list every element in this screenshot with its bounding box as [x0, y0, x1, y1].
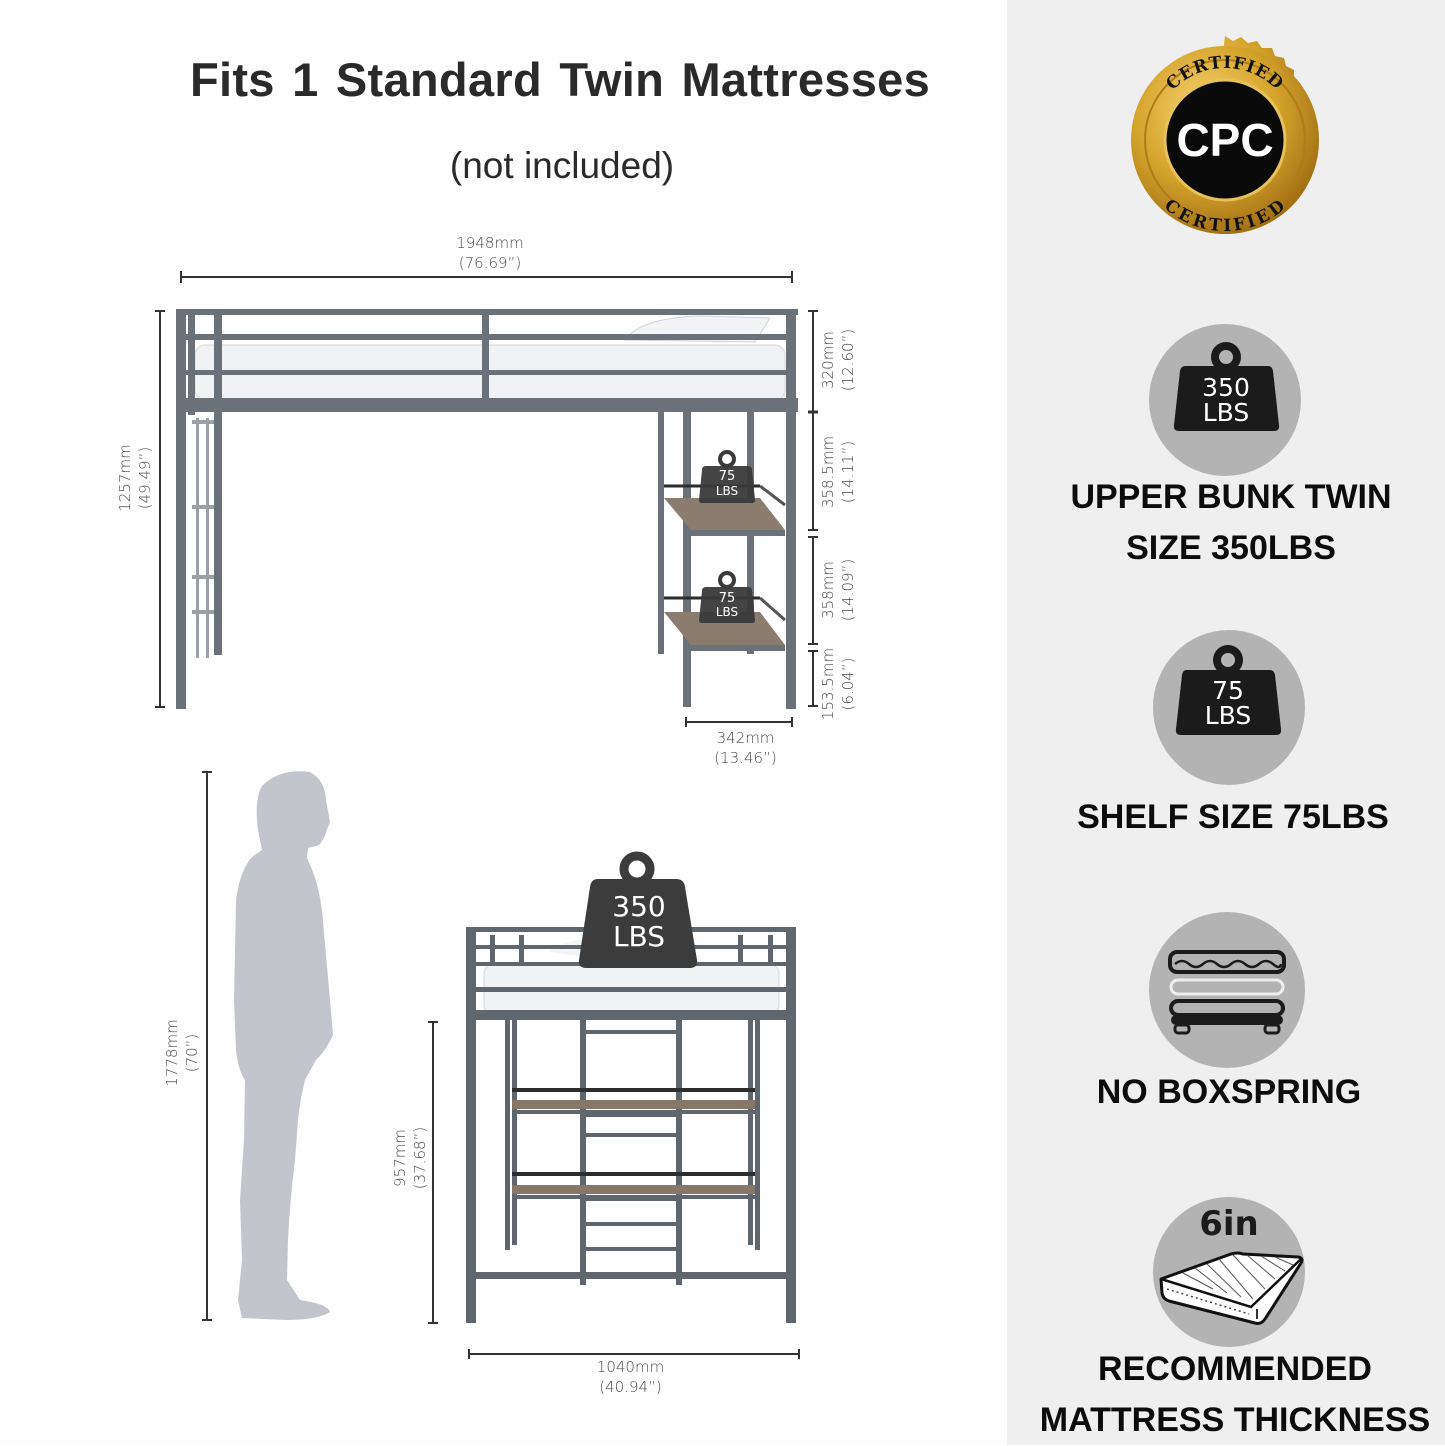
weight-icon: 350 LBS	[1173, 342, 1280, 431]
shelf-weight-top-value: 75	[719, 469, 736, 484]
diagram-panel	[0, 0, 1007, 1445]
feature-4-line-2: MATTRESS THICKNESS	[1039, 1401, 1431, 1439]
side-width-mm: 1948mm	[456, 234, 524, 252]
feature-shelf-label: SHELF SIZE 75LBS	[1014, 792, 1445, 843]
side-width-dimension: 1948mm (76.69”)	[430, 233, 550, 273]
feature-2-line-1: SHELF SIZE 75LBS	[1077, 798, 1389, 836]
guardrail-mm: 320mm	[819, 331, 837, 389]
person-height-mm: 1778mm	[163, 1019, 181, 1087]
side-height-mm: 1257mm	[116, 444, 134, 512]
shelf-depth-dimension: 342mm (13.46”)	[688, 728, 803, 768]
front-width-dimension: 1040mm (40.94”)	[573, 1357, 688, 1397]
feature-mattress-label: RECOMMENDED MATTRESS THICKNESS	[1016, 1344, 1445, 1446]
shelf-gap-2-dimension: 358mm (14.09”)	[818, 540, 858, 640]
feature-3-line-1: NO BOXSPRING	[1096, 1073, 1362, 1111]
feature-1-line-2: SIZE 350LBS	[1126, 529, 1336, 567]
bed-weight-icon	[578, 851, 698, 968]
shelf-gap-1-dimension: 358.5mm (14.11”)	[818, 422, 858, 522]
page-title: Fits 1 Standard Twin Mattresses	[189, 53, 931, 106]
guardrail-in: (12.60”)	[839, 328, 857, 392]
shelf-weight-bottom-unit: LBS	[716, 605, 738, 619]
feature-2-icon-value: 75	[1212, 676, 1244, 705]
front-clearance-mm: 957mm	[391, 1129, 409, 1187]
feature-1-line-1: UPPER BUNK TWIN	[1070, 478, 1392, 516]
feature-4-line-1: RECOMMENDED	[1098, 1350, 1372, 1388]
front-view-bed-diagram: 350 LBS	[428, 851, 800, 1359]
shelf-weight-icon-bottom	[699, 571, 755, 623]
no-boxspring-icon	[1168, 950, 1286, 1035]
person-height-in: (70”)	[183, 1033, 201, 1073]
bed-weight-unit: LBS	[613, 920, 665, 953]
bottom-gap-dimension: 153.5mm (6.04”)	[818, 634, 858, 734]
mattress-icon: 6in	[1159, 1204, 1304, 1325]
shelf-depth-mm: 342mm	[716, 729, 775, 747]
shelf-weight-bottom-value: 75	[719, 591, 736, 606]
side-width-in: (76.69”)	[458, 254, 522, 272]
side-height-in: (49.49”)	[136, 446, 154, 510]
shelf-gap-2-in: (14.09”)	[839, 558, 857, 622]
badge-center-text: CPC	[1176, 114, 1273, 166]
feature-upper-bunk-label: UPPER BUNK TWIN SIZE 350LBS	[1012, 472, 1445, 574]
front-clearance-in: (37.68”)	[411, 1126, 429, 1190]
front-width-in: (40.94”)	[599, 1378, 662, 1396]
shelf-gap-1-mm: 358.5mm	[819, 435, 837, 509]
page-subtitle: (not included)	[449, 145, 675, 186]
feature-2-icon-unit: LBS	[1205, 701, 1252, 730]
person-silhouette-icon	[202, 771, 333, 1321]
shelf-gap-2-mm: 358mm	[819, 561, 837, 619]
feature-boxspring-circle	[1149, 912, 1305, 1068]
cpc-certified-badge-icon: CERTIFIED CERTIFIED CPC	[1131, 36, 1319, 236]
feature-boxspring-label: NO BOXSPRING	[1010, 1067, 1445, 1118]
shelf-weight-top-unit: LBS	[716, 484, 738, 498]
feature-1-icon-value: 350	[1202, 373, 1250, 402]
bed-weight-value: 350	[612, 890, 665, 923]
side-view-bed-diagram	[155, 271, 818, 727]
side-height-dimension: 1257mm (49.49”)	[115, 428, 155, 528]
person-height-dimension: 1778mm (70”)	[162, 1003, 202, 1103]
weight-icon: 75 LBS	[1175, 645, 1282, 735]
bottom-gap-in: (6.04”)	[839, 657, 857, 711]
guardrail-dimension: 320mm (12.60”)	[818, 310, 858, 410]
bottom-gap-mm: 153.5mm	[819, 647, 837, 721]
shelf-depth-in: (13.46”)	[714, 749, 777, 767]
front-clearance-dimension: 957mm (37.68”)	[390, 1108, 430, 1208]
shelf-weight-labels: 75 LBS 75 LBS	[716, 469, 738, 619]
front-width-mm: 1040mm	[596, 1358, 665, 1376]
feature-1-icon-unit: LBS	[1203, 398, 1250, 427]
shelf-gap-1-in: (14.11”)	[839, 440, 857, 504]
feature-4-icon-value: 6in	[1199, 1204, 1259, 1244]
shelf-weight-icon-top	[699, 450, 755, 503]
